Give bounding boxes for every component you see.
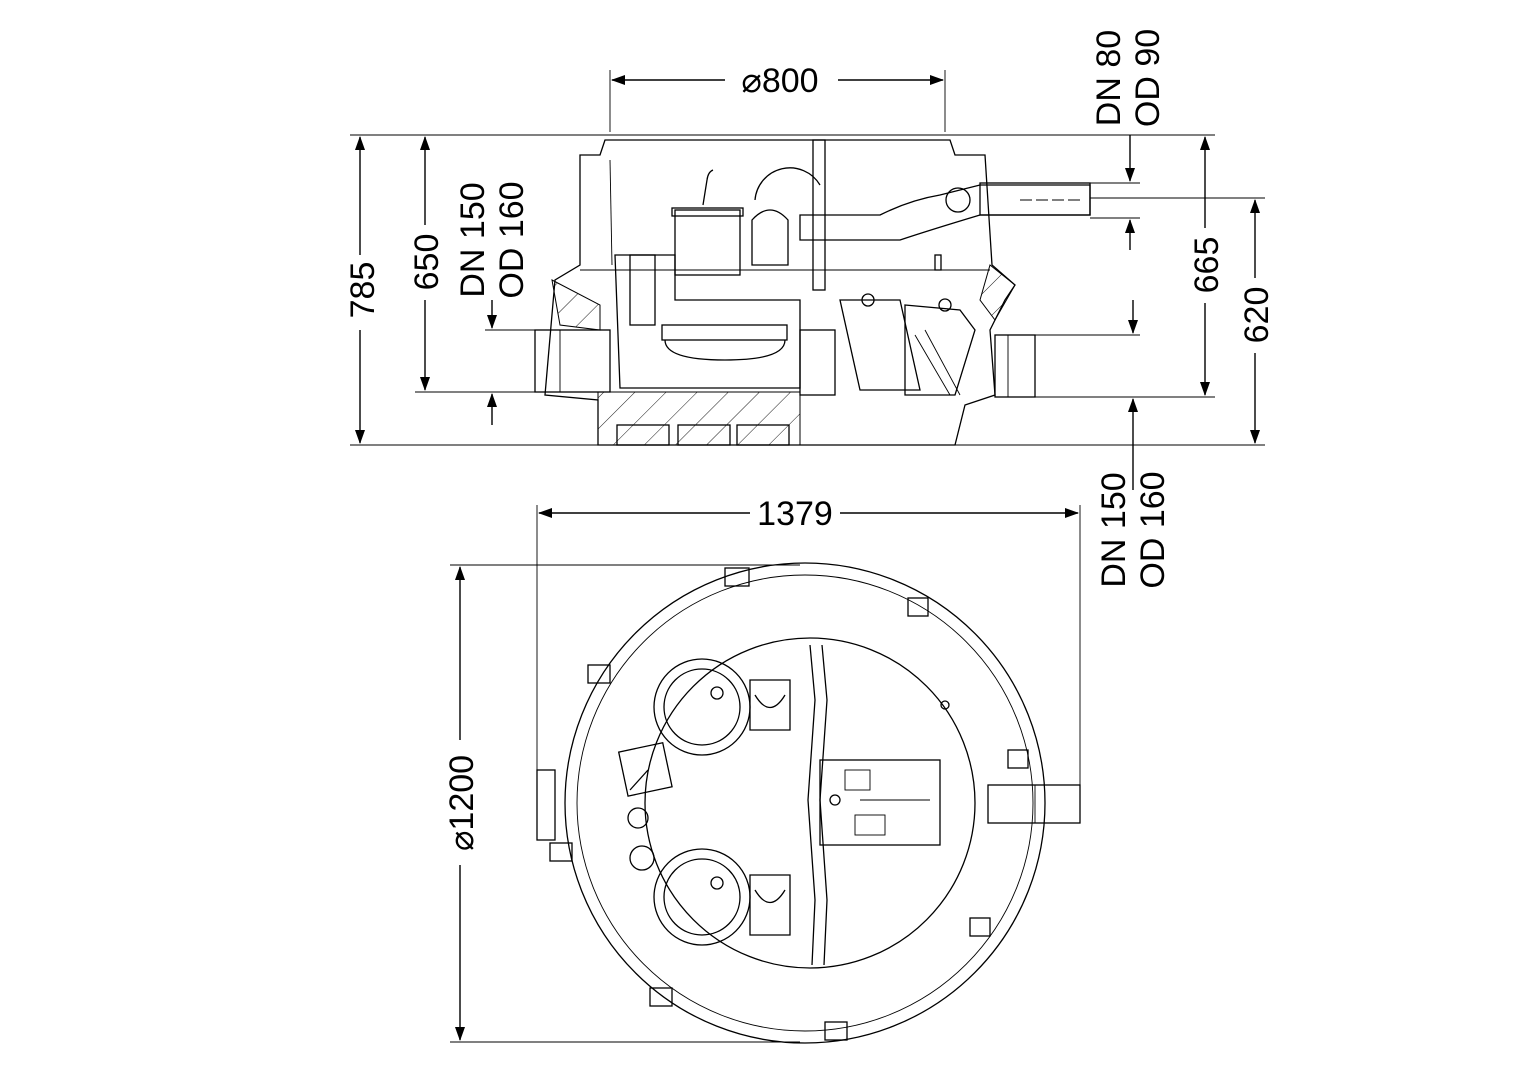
outlet-height-right-label: 620	[1238, 287, 1276, 344]
inlet-pipe-right-top	[987, 784, 1081, 824]
inlet-height-right-label: 665	[1188, 237, 1226, 294]
inlet-height-left-label: 650	[408, 234, 446, 291]
total-height-label: 785	[344, 262, 382, 319]
tank-opening	[644, 637, 976, 969]
level-sensor	[617, 741, 673, 797]
inlet-right-od-label: OD 160	[1134, 471, 1172, 588]
inlet-right-dn-label: DN 150	[1095, 472, 1133, 587]
pump-upper	[653, 658, 791, 756]
cover-diameter-label: ⌀800	[741, 62, 818, 100]
check-valve	[751, 209, 789, 266]
top-view: 1379 DN 150 OD 160 ⌀1200	[443, 471, 1172, 1044]
outlet-pipe	[979, 182, 1091, 216]
control-valve-unit	[819, 759, 941, 846]
motor-housing	[674, 209, 741, 276]
central-beam	[807, 644, 816, 966]
inlet-pipe-left	[534, 329, 611, 393]
tank-side-section	[534, 139, 1091, 446]
outlet-dn-label: DN 80	[1090, 30, 1128, 126]
tank-outer-rim	[564, 562, 1046, 1044]
vent-fitting	[627, 807, 649, 829]
opening-small	[629, 845, 655, 871]
side-view: ⌀800 785 650 DN 150 OD 160 DN 80 OD 90 6…	[340, 29, 1276, 490]
pipe-stub-left	[536, 769, 556, 841]
pump-lower	[653, 848, 791, 946]
tank-diameter-label: ⌀1200	[443, 755, 481, 851]
inlet-left-dn-label: DN 150	[454, 182, 492, 297]
inlet-left-od-label: OD 160	[493, 181, 531, 298]
tank-top-view	[536, 562, 1081, 1044]
outlet-od-label: OD 90	[1129, 29, 1167, 127]
total-width-label: 1379	[757, 495, 833, 533]
discharge-pipe	[799, 184, 1091, 241]
inlet-pipe-right	[994, 334, 1036, 398]
pump-flange	[661, 324, 788, 341]
